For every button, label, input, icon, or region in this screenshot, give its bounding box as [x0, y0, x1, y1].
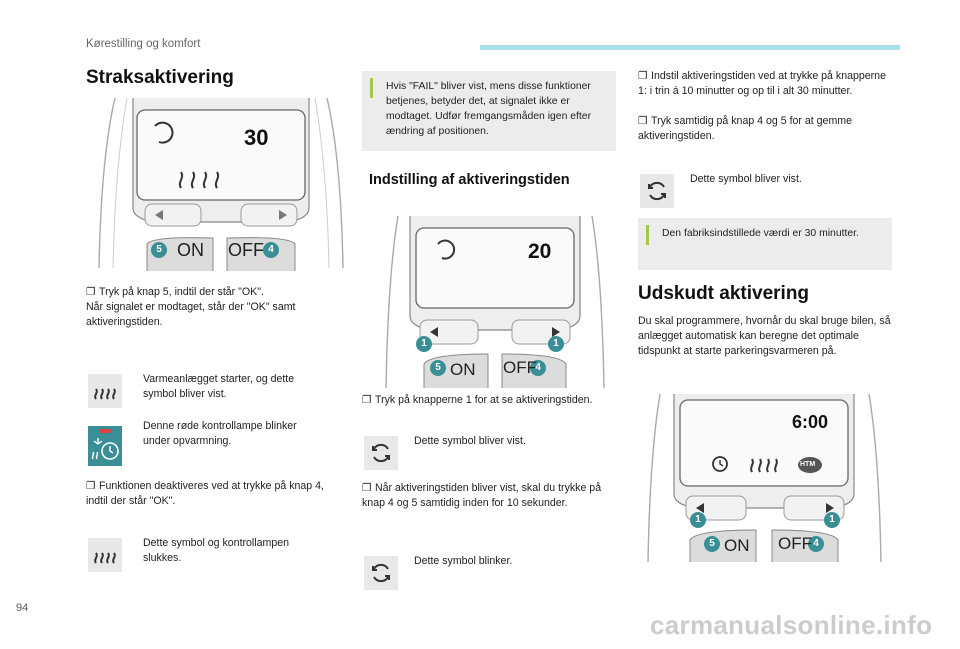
- title-delayed-activation: Udskudt aktivering: [638, 283, 810, 304]
- badge-4-mid: 4: [535, 362, 541, 373]
- display-time-30: 30: [244, 125, 269, 150]
- remote-illustration-immediate: [98, 98, 344, 271]
- instruction-save-time: ❐Tryk samtidig på knap 4 og 5 for at gem…: [638, 115, 852, 142]
- on-button-label-2: ON: [450, 360, 476, 379]
- symbol-shown-text-2: Dette symbol bliver vist.: [690, 173, 802, 185]
- badge-1-left: 1: [421, 338, 427, 349]
- fail-note: Hvis "FAIL" bliver vist, mens disse funk…: [362, 71, 616, 151]
- htm-badge: HTM: [800, 461, 816, 468]
- instruction-deactivate: ❐Funktionen deaktiveres ved at trykke på…: [86, 480, 324, 507]
- heating-off-symbol-icon: [88, 538, 122, 572]
- instruction-press-5: ❐Tryk på knap 5, indtil der står "OK".: [86, 286, 264, 298]
- instruction-press-4-5: ❐Når aktiveringstiden bliver vist, skal …: [362, 482, 602, 509]
- delayed-description: Du skal programmere, hvornår du skal bru…: [638, 315, 891, 357]
- on-button-label-3: ON: [724, 536, 750, 555]
- symbol-blinks-text: Dette symbol blinker.: [414, 555, 513, 567]
- page-number: 94: [16, 602, 29, 614]
- instruction-set-time: ❐Indstil aktiveringstiden ved at trykke …: [638, 70, 886, 97]
- title-activation-time: Indstilling af aktiveringstiden: [369, 172, 570, 188]
- timer-blink-icon: [364, 556, 398, 590]
- section-header: Kørestilling og komfort: [86, 38, 201, 50]
- badge-1-right: 1: [553, 338, 559, 349]
- heating-symbol-icon: [88, 374, 122, 408]
- title-straksaktivering: Straksaktivering: [86, 67, 234, 88]
- badge-5: 5: [156, 244, 162, 255]
- red-lamp-text: Denne røde kontrollampe blinker under op…: [143, 420, 297, 447]
- timer-saved-icon: [640, 174, 674, 208]
- remote-illustration-delayed: [647, 394, 882, 562]
- badge-1-right-r: 1: [829, 514, 835, 525]
- badge-1-left-r: 1: [695, 514, 701, 525]
- badge-4-r: 4: [813, 538, 819, 549]
- header-bar: [480, 45, 900, 50]
- badge-4: 4: [268, 244, 274, 255]
- badge-5-r: 5: [709, 538, 715, 549]
- instruction-press-1: ❐Tryk på knapperne 1 for at se aktiverin…: [362, 394, 593, 406]
- off-button-label: OFF: [228, 240, 264, 260]
- heating-starts-text: Varmeanlægget starter, og dette symbol b…: [143, 373, 295, 400]
- factory-default-note: Den fabriksindstillede værdi er 30 minut…: [638, 218, 892, 270]
- on-button-label: ON: [177, 240, 204, 260]
- off-button-label-2: OFF: [503, 358, 537, 377]
- display-time-20: 20: [528, 240, 552, 263]
- warning-lamp-icon: [88, 426, 122, 466]
- symbol-off-text: Dette symbol og kontrollampen slukkes.: [143, 537, 290, 564]
- off-button-label-3: OFF: [778, 534, 812, 553]
- instruction-signal-received: Når signalet er modtaget, står der "OK" …: [86, 301, 296, 328]
- display-time-600: 6:00: [792, 412, 829, 432]
- watermark: carmanualsonline.info: [650, 610, 933, 640]
- badge-5-mid: 5: [435, 362, 441, 373]
- symbol-shown-text: Dette symbol bliver vist.: [414, 435, 526, 447]
- remote-illustration-time: [385, 216, 605, 388]
- timer-symbol-icon: [364, 436, 398, 470]
